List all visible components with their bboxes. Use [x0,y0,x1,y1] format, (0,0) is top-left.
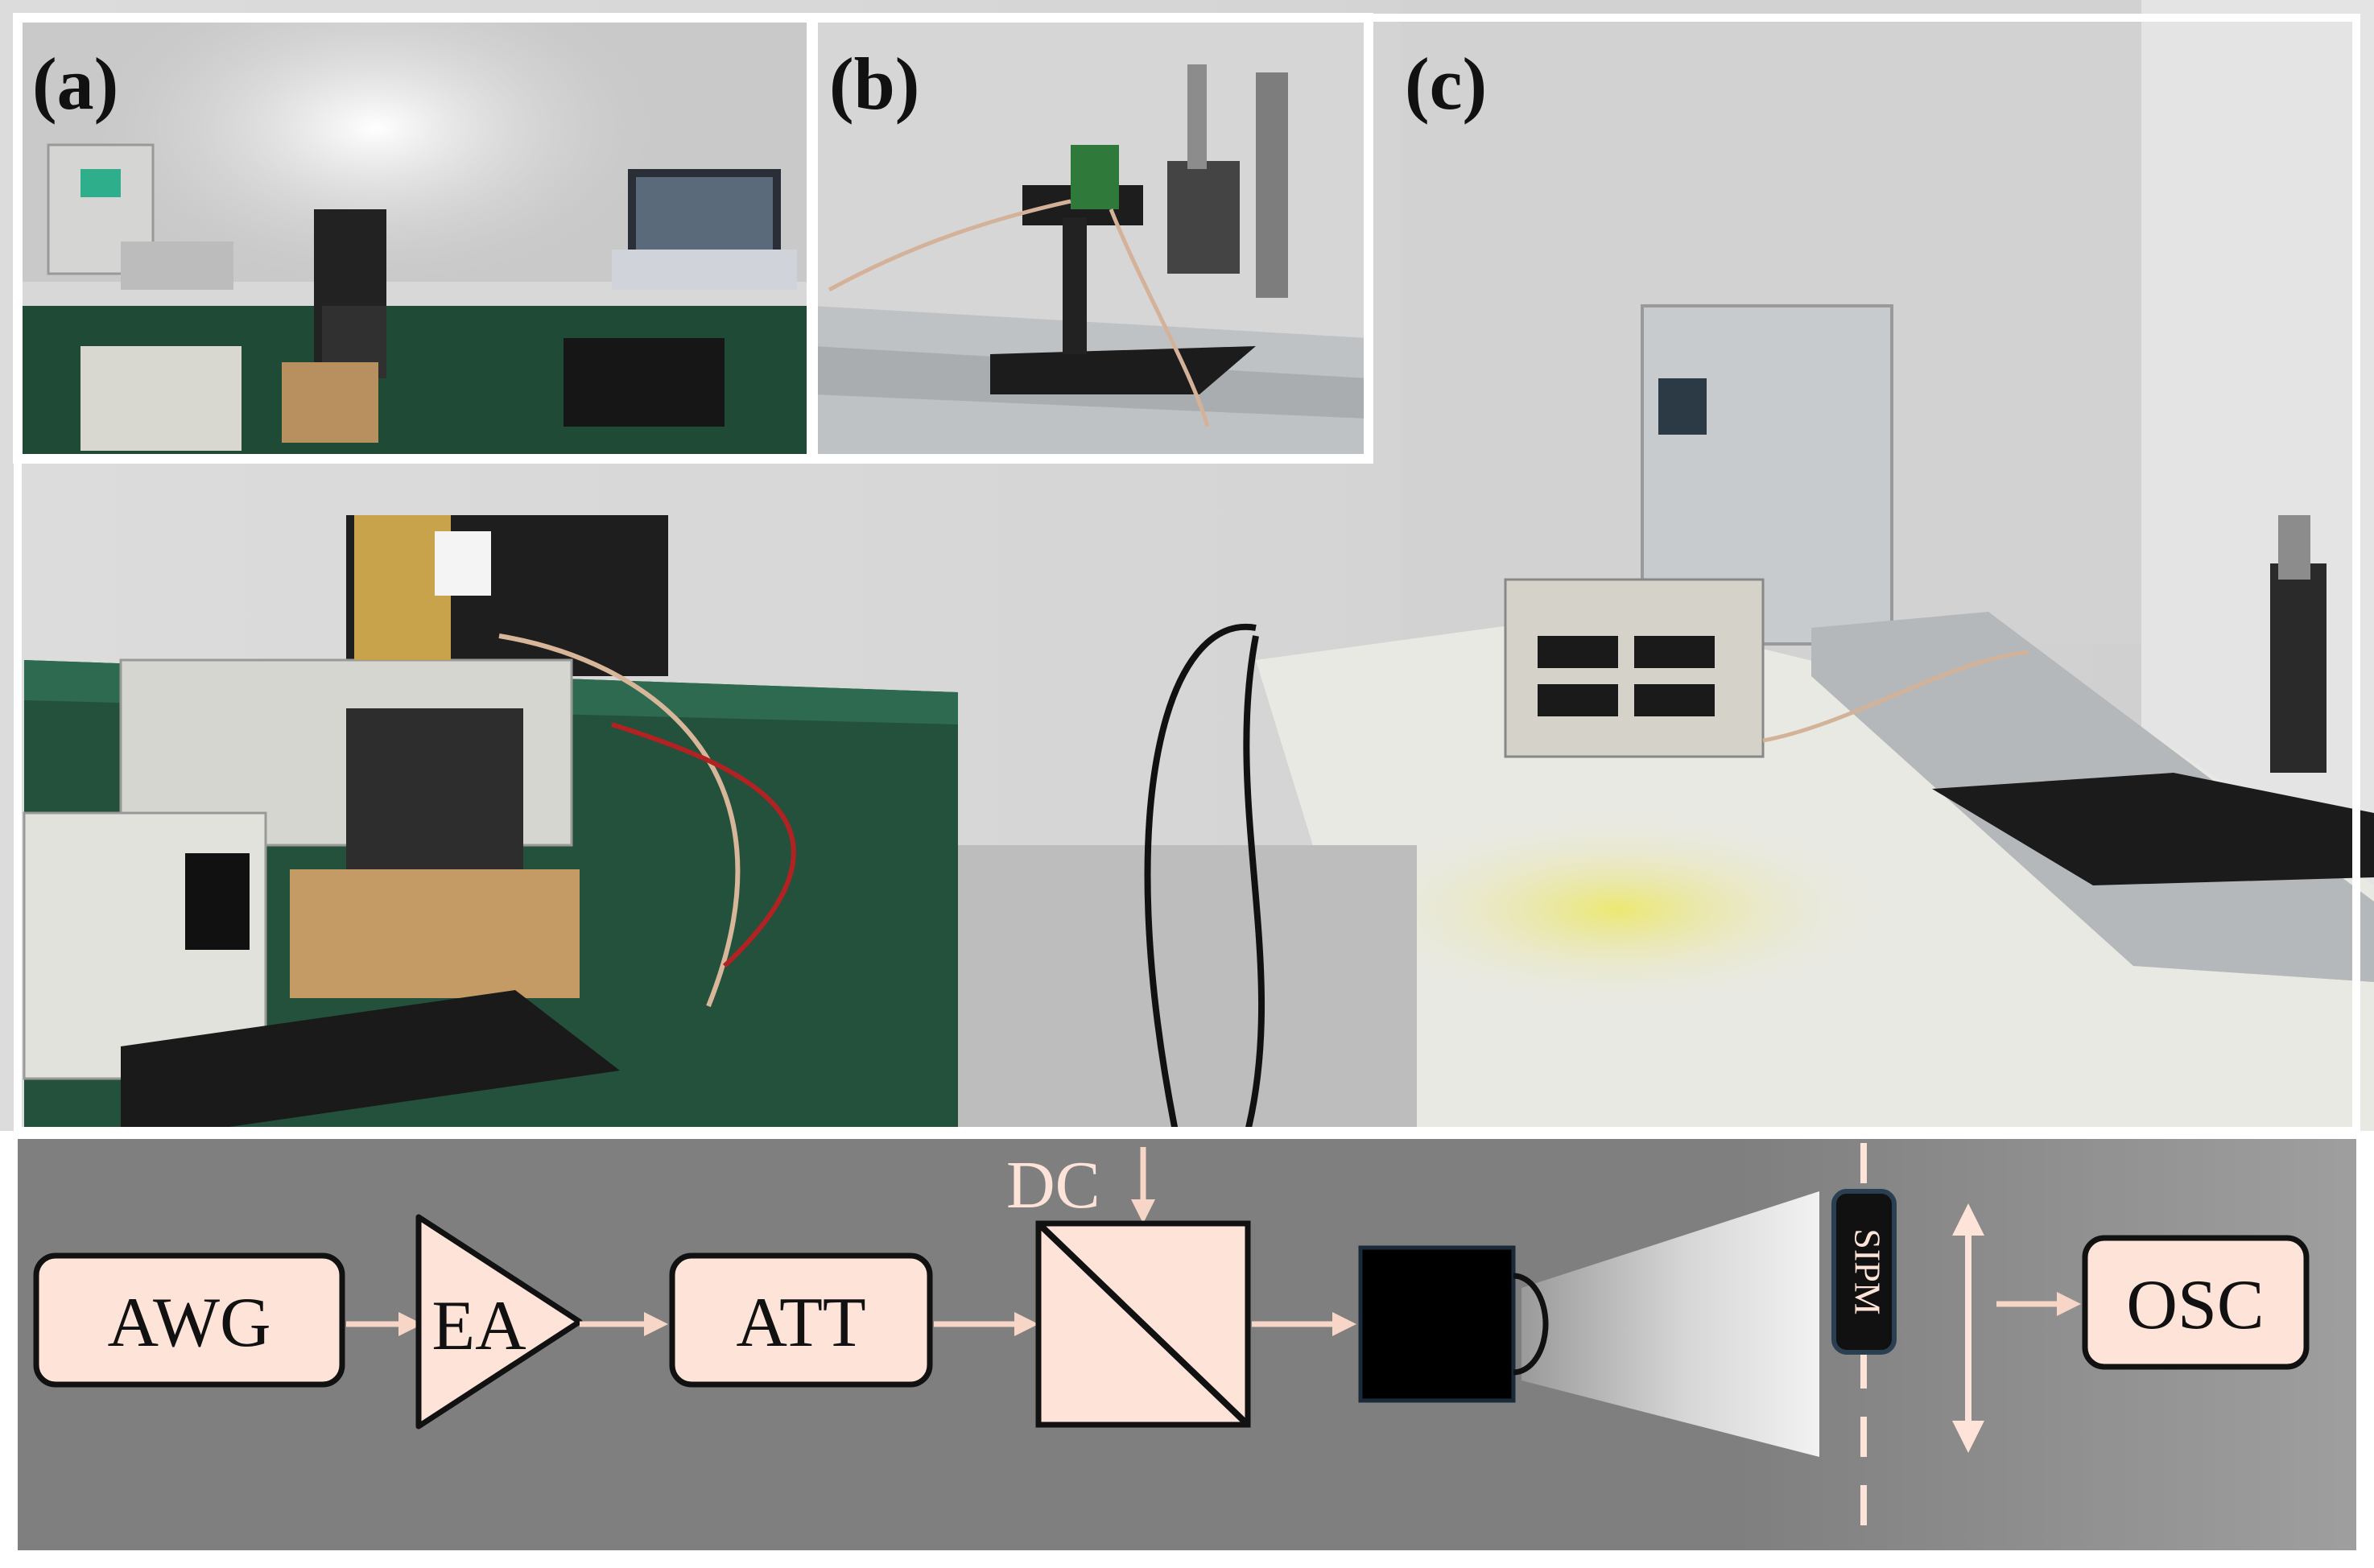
dc-arrow [1131,1199,1155,1223]
att-label: ATT [736,1284,865,1362]
schematic-diagram: AWG EA ATT DC SIPM [18,1139,2356,1550]
ea-label: EA [431,1287,526,1365]
arrow-biastee-led [1332,1312,1356,1336]
sipm-detector [1831,1189,1897,1355]
dc-label: DC [1006,1148,1100,1223]
osc-block [2082,1235,2310,1370]
sipm-label: SIPM [1847,1228,1888,1314]
awg-block [33,1252,345,1388]
arrow-sipm-osc [2057,1292,2081,1316]
arrow-awg-ea [398,1312,423,1336]
panel-label-a: (a) [32,43,118,125]
panel-label-b: (b) [829,43,919,125]
photo-inset-a: (a) [18,18,811,459]
led-source [1358,1245,1516,1403]
arrow-ea-att [644,1312,668,1336]
photo-inset-b: (b) [813,18,1369,459]
led-lens [1513,1273,1549,1376]
att-block [669,1252,933,1388]
bias-tee-diagonal [1036,1221,1250,1427]
photo-frame [14,14,2360,1135]
arrow-att-biastee [1014,1312,1038,1336]
osc-label: OSC [2126,1266,2264,1344]
light-beam [1521,1191,1819,1457]
awg-label: AWG [107,1284,270,1362]
panel-label-c: (c) [1405,43,1487,125]
ea-amplifier [415,1214,583,1430]
